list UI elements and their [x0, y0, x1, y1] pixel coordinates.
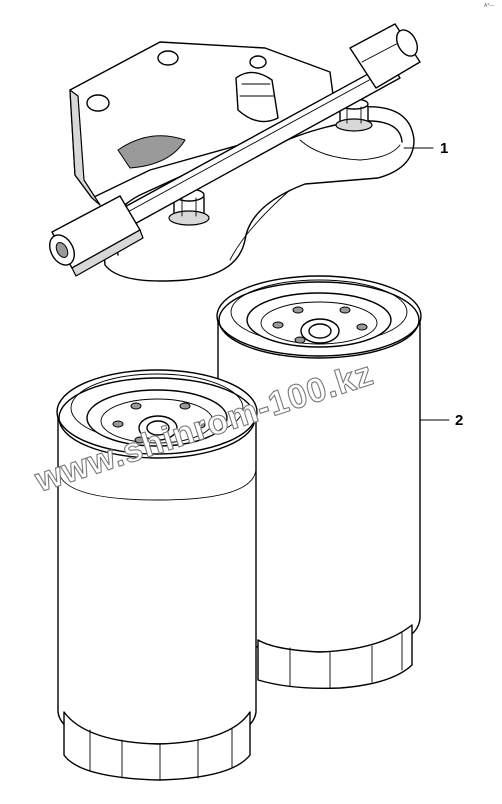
filter-hex-base-rear [257, 624, 413, 690]
callout-2: 2 [419, 412, 463, 429]
mounting-hole-left [86, 94, 110, 112]
corner-mark: A*— [484, 3, 494, 9]
callout-1: 1 [403, 140, 448, 157]
callout-label-1: 1 [440, 140, 448, 157]
filter-cartridge-front [56, 369, 258, 781]
filter-cartridge-rear [216, 275, 422, 690]
filter-hex-base-front [63, 711, 251, 781]
filter-head-bracket [49, 23, 421, 282]
callout-label-2: 2 [455, 412, 463, 429]
mounting-hole-right [249, 55, 267, 69]
mounting-hole-top [157, 50, 179, 66]
fuel-rail-tube [49, 23, 421, 277]
plate-cutout-center [117, 135, 186, 169]
mounting-plate-edge [69, 89, 101, 206]
plate-cutout-right [235, 71, 279, 123]
